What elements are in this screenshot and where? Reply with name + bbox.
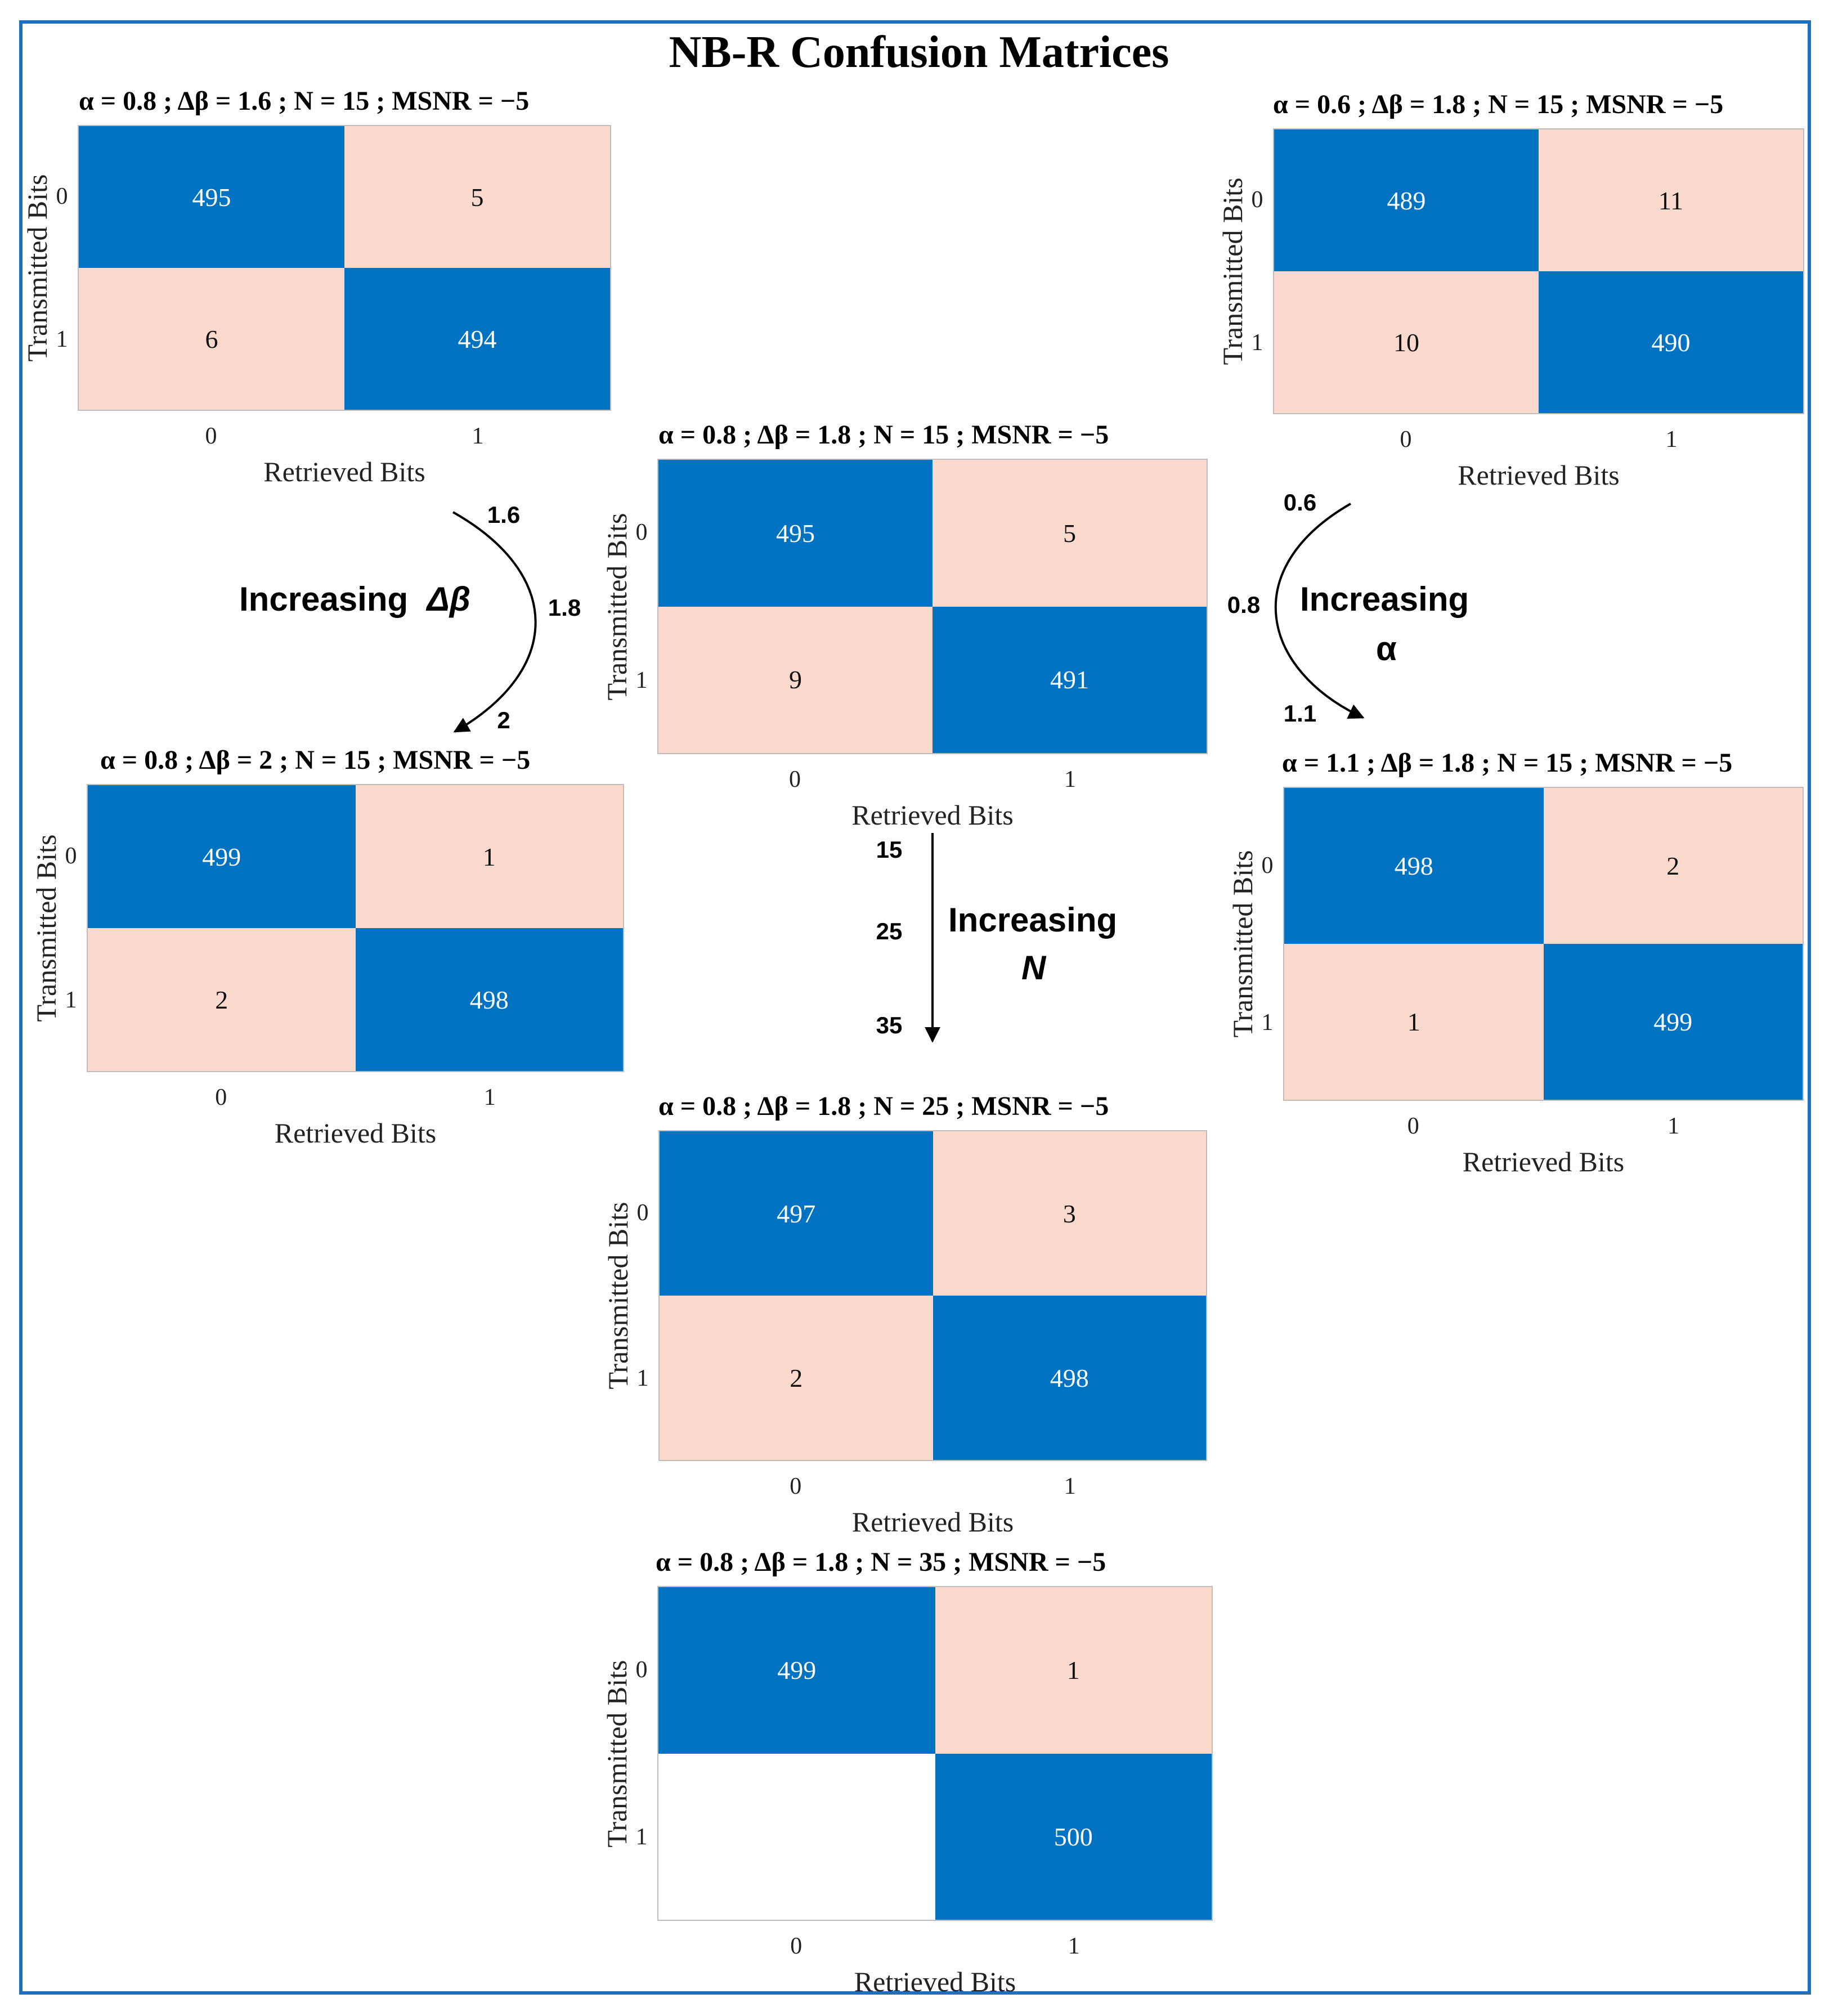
cm-3-ytick-0: 0 (635, 519, 648, 546)
cm-7-title: α = 0.8 ; Δβ = 1.8 ; N = 35 ; MSNR = −5 (656, 1547, 1106, 1577)
cm-7-xlabel: Retrieved Bits (854, 1966, 1016, 1997)
cm-1-cell-1-1: 494 (344, 268, 610, 410)
cm-5-xtick-1: 1 (1667, 1113, 1680, 1139)
delta-beta-tick-mid: 1.8 (548, 594, 581, 621)
delta-beta-tick-start: 1.6 (487, 501, 521, 528)
cm-7-cell-1-1: 500 (935, 1753, 1212, 1920)
n-tick-mid: 25 (876, 918, 903, 944)
cm-2-xtick-0: 0 (1400, 427, 1412, 453)
cm-2-cell-0-0: 489 (1274, 129, 1539, 271)
n-annotation-label: Increasing (948, 901, 1118, 939)
cm-6-ytick-0: 0 (636, 1200, 649, 1226)
delta-beta-arrow (452, 511, 537, 733)
cm-3-xtick-0: 0 (789, 767, 801, 792)
alpha-tick-end: 1.1 (1283, 700, 1317, 727)
cm-1-cell-0-0: 495 (79, 126, 344, 268)
cm-5-xlabel: Retrieved Bits (1462, 1146, 1625, 1177)
cm-6-xlabel: Retrieved Bits (851, 1506, 1014, 1538)
cm-1-xlabel: Retrieved Bits (263, 456, 425, 487)
cm-4-cell-1-1: 498 (355, 928, 623, 1071)
cm-4-ytick-0: 0 (65, 843, 77, 869)
cm-2-cell-1-0: 10 (1274, 271, 1539, 413)
cm-6-cell-0-0: 497 (660, 1131, 933, 1296)
cm-7-ytick-0: 0 (635, 1656, 648, 1683)
cm-5-ytick-1: 1 (1261, 1009, 1274, 1036)
cm-6-ytick-1: 1 (636, 1365, 649, 1391)
cm-6-cell-1-1: 498 (933, 1296, 1206, 1460)
cm-2-ytick-1: 1 (1251, 330, 1263, 356)
cm-2-ytick-0: 0 (1251, 187, 1263, 213)
cm-1-cell-0-1: 5 (344, 126, 610, 268)
cm-4-cell-0-0: 499 (88, 785, 356, 928)
cm-5-cell-0-0: 498 (1284, 788, 1544, 944)
cm-6-xtick-1: 1 (1064, 1473, 1076, 1499)
cm-6-cell-1-0: 2 (660, 1296, 933, 1460)
cm-1-title: α = 0.8 ; Δβ = 1.6 ; N = 15 ; MSNR = −5 (79, 86, 530, 116)
cm-3-cell-1-1: 491 (933, 606, 1207, 753)
alpha-annotation-symbol: α (1376, 630, 1397, 667)
cm-3-xtick-1: 1 (1064, 767, 1076, 792)
cm-3-xlabel: Retrieved Bits (851, 799, 1014, 831)
cm-4-xtick-1: 1 (483, 1085, 496, 1110)
cm-4-cell-0-1: 1 (355, 785, 623, 928)
cm-5-xtick-0: 0 (1407, 1113, 1419, 1139)
cm-7-cell-1-0 (658, 1753, 935, 1920)
cm-1-cell-1-0: 6 (79, 268, 344, 410)
n-annotation-symbol: N (1021, 949, 1046, 987)
cm-2-xlabel: Retrieved Bits (1458, 459, 1620, 491)
alpha-annotation-label: Increasing (1300, 580, 1469, 618)
cm-6-cell-0-1: 3 (933, 1131, 1206, 1296)
cm-3-title: α = 0.8 ; Δβ = 1.8 ; N = 15 ; MSNR = −5 (658, 420, 1109, 450)
cm-3-cell-0-0: 495 (658, 460, 933, 607)
cm-2-title: α = 0.6 ; Δβ = 1.8 ; N = 15 ; MSNR = −5 (1273, 89, 1724, 119)
cm-5-title: α = 1.1 ; Δβ = 1.8 ; N = 15 ; MSNR = −5 (1282, 748, 1733, 778)
cm-4-cell-1-0: 2 (88, 928, 356, 1071)
cm-6-xtick-0: 0 (790, 1473, 802, 1499)
cm-7-ytick-1: 1 (635, 1824, 648, 1851)
cm-4-xtick-0: 0 (215, 1085, 227, 1110)
cm-5-cell-1-0: 1 (1284, 944, 1544, 1100)
cm-7-xtick-1: 1 (1068, 1933, 1080, 1959)
cm-4-title: α = 0.8 ; Δβ = 2 ; N = 15 ; MSNR = −5 (100, 745, 531, 775)
cm-7-cell-0-1: 1 (935, 1587, 1212, 1754)
delta-beta-tick-end: 2 (497, 707, 510, 733)
alpha-tick-start: 0.6 (1283, 489, 1317, 516)
cm-3-cell-1-0: 9 (658, 606, 933, 753)
cm-4-xlabel: Retrieved Bits (274, 1117, 437, 1149)
figure-frame (19, 20, 1811, 1995)
cm-1-xtick-0: 0 (205, 423, 217, 449)
delta-beta-symbol: Δβ (427, 580, 470, 618)
cm-5-ytick-0: 0 (1261, 852, 1274, 879)
cm-5-cell-1-1: 499 (1543, 944, 1803, 1100)
cm-1-ytick-0: 0 (56, 183, 68, 209)
cm-6-title: α = 0.8 ; Δβ = 1.8 ; N = 25 ; MSNR = −5 (658, 1091, 1109, 1121)
n-tick-start: 15 (876, 836, 903, 863)
delta-beta-annotation: Increasing Δβ (239, 580, 470, 619)
delta-beta-label: Increasing (239, 580, 409, 618)
cm-1-xtick-1: 1 (472, 423, 484, 449)
cm-1-ytick-1: 1 (56, 326, 68, 352)
cm-7-cell-0-0: 499 (658, 1587, 935, 1754)
alpha-tick-mid: 0.8 (1227, 592, 1261, 618)
figure-title: NB-R Confusion Matrices (669, 28, 1169, 77)
cm-3-cell-0-1: 5 (933, 460, 1207, 607)
cm-3-ytick-1: 1 (635, 667, 648, 693)
n-tick-end: 35 (876, 1012, 903, 1038)
cm-4-ytick-1: 1 (65, 987, 77, 1013)
cm-7-xtick-0: 0 (790, 1933, 803, 1959)
cm-5-cell-0-1: 2 (1543, 788, 1803, 944)
alpha-arrow (1275, 503, 1365, 719)
cm-2-cell-1-1: 490 (1539, 271, 1803, 413)
cm-2-xtick-1: 1 (1665, 427, 1678, 453)
cm-2-cell-0-1: 11 (1539, 129, 1803, 271)
